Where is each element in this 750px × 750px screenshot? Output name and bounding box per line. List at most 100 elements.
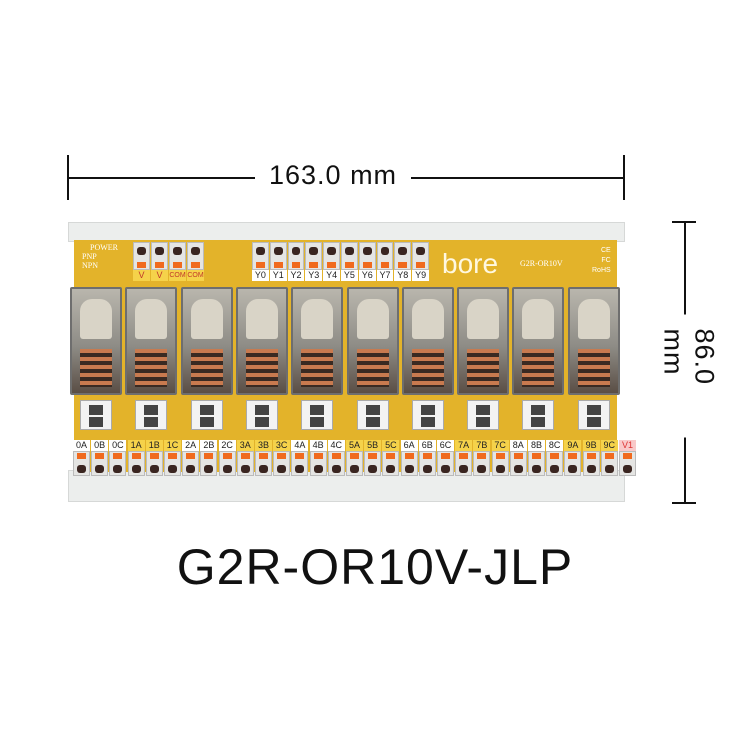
relay	[512, 287, 565, 395]
terminal-label: 4B	[309, 440, 327, 451]
terminal-label: Y4	[323, 270, 340, 281]
cert-marks: CE FC RoHS	[592, 246, 611, 276]
rohs-mark: RoHS	[592, 267, 611, 274]
relay	[457, 287, 510, 395]
terminal-block[interactable]	[255, 451, 272, 476]
terminal-block[interactable]	[305, 242, 323, 270]
terminal-label: 0A	[73, 440, 90, 451]
terminal-label: 4A	[291, 440, 309, 451]
pnp-indicator-label: PNP	[82, 252, 97, 261]
terminal-block[interactable]	[145, 451, 163, 476]
terminal-block[interactable]	[564, 451, 582, 476]
terminal-block[interactable]	[412, 242, 429, 270]
terminal-block[interactable]	[619, 451, 636, 476]
terminal-label: Y7	[376, 270, 394, 281]
height-label: 86.0 mm	[657, 314, 720, 438]
terminal-label: 5A	[346, 440, 363, 451]
terminal-label: 9B	[582, 440, 600, 451]
top-din-rail	[68, 222, 625, 242]
relay	[125, 287, 178, 395]
relay-connector	[411, 400, 444, 430]
terminal-block[interactable]	[73, 451, 90, 476]
terminal-block[interactable]	[91, 451, 109, 476]
terminal-block[interactable]	[341, 242, 358, 270]
terminal-block[interactable]	[400, 451, 418, 476]
terminal-label: 6A	[400, 440, 418, 451]
height-tick-bottom	[672, 502, 696, 504]
indicator-labels: POWER PNP NPN	[82, 243, 118, 270]
terminal-block[interactable]	[200, 451, 218, 476]
terminal-block[interactable]	[394, 242, 412, 270]
relay	[346, 287, 399, 395]
terminal-block[interactable]	[291, 451, 309, 476]
terminal-label: 7A	[455, 440, 473, 451]
terminal-block[interactable]	[473, 451, 491, 476]
width-tick-left	[67, 155, 69, 200]
terminal-block[interactable]	[358, 242, 376, 270]
terminal-block[interactable]	[491, 451, 509, 476]
terminal-label: 1B	[145, 440, 163, 451]
terminal-block[interactable]	[376, 242, 394, 270]
terminal-block[interactable]	[437, 451, 454, 476]
terminal-block[interactable]	[546, 451, 564, 476]
terminal-block[interactable]	[287, 242, 305, 270]
terminal-block[interactable]	[455, 451, 473, 476]
terminal-block[interactable]	[418, 451, 436, 476]
terminal-block[interactable]	[509, 451, 527, 476]
terminal-label: 1C	[164, 440, 181, 451]
terminal-block[interactable]	[169, 242, 186, 270]
power-indicator-label: POWER	[90, 243, 118, 252]
terminal-label: 5B	[364, 440, 382, 451]
terminal-label: 2A	[182, 440, 200, 451]
terminal-block[interactable]	[269, 242, 287, 270]
terminal-block[interactable]	[109, 451, 127, 476]
relay-connector	[467, 400, 500, 430]
width-tick-right	[623, 155, 625, 200]
terminal-label: 8B	[528, 440, 545, 451]
terminal-label: Y6	[358, 270, 376, 281]
relay-connector	[577, 400, 610, 430]
terminal-block[interactable]	[600, 451, 618, 476]
terminal-block[interactable]	[236, 451, 254, 476]
fc-mark: FC	[601, 257, 611, 264]
terminal-block[interactable]	[187, 242, 204, 270]
terminal-label: 9C	[600, 440, 618, 451]
terminal-block[interactable]	[151, 242, 168, 270]
terminal-label: 2B	[200, 440, 218, 451]
relay	[401, 287, 454, 395]
terminal-block[interactable]	[182, 451, 200, 476]
width-label: 163.0 mm	[255, 160, 412, 191]
terminal-block[interactable]	[133, 242, 150, 270]
terminal-label: COM	[169, 270, 186, 281]
terminal-block[interactable]	[273, 451, 291, 476]
terminal-block[interactable]	[346, 451, 363, 476]
relay	[180, 287, 233, 395]
relay-connector	[245, 400, 278, 430]
terminal-block[interactable]	[382, 451, 400, 476]
terminal-block[interactable]	[164, 451, 181, 476]
terminal-label: Y9	[412, 270, 429, 281]
relay-connector	[135, 400, 168, 430]
relay	[567, 287, 620, 395]
terminal-block[interactable]	[127, 451, 145, 476]
terminal-label: 1A	[127, 440, 145, 451]
terminal-block[interactable]	[327, 451, 345, 476]
terminal-block[interactable]	[582, 451, 600, 476]
terminal-block[interactable]	[218, 451, 236, 476]
terminal-label: 4C	[327, 440, 345, 451]
terminal-label: 7B	[473, 440, 491, 451]
terminal-label: V	[151, 270, 168, 281]
terminal-label: 0C	[109, 440, 127, 451]
terminal-label: Y3	[305, 270, 323, 281]
terminal-label: 3C	[273, 440, 291, 451]
terminal-label: 8C	[546, 440, 564, 451]
relay-connector	[356, 400, 389, 430]
terminal-label: Y0	[252, 270, 269, 281]
terminal-block[interactable]	[528, 451, 545, 476]
terminal-label: 5C	[382, 440, 400, 451]
terminal-label: 2C	[218, 440, 236, 451]
terminal-block[interactable]	[252, 242, 269, 270]
terminal-block[interactable]	[309, 451, 327, 476]
terminal-block[interactable]	[323, 242, 340, 270]
terminal-block[interactable]	[364, 451, 382, 476]
